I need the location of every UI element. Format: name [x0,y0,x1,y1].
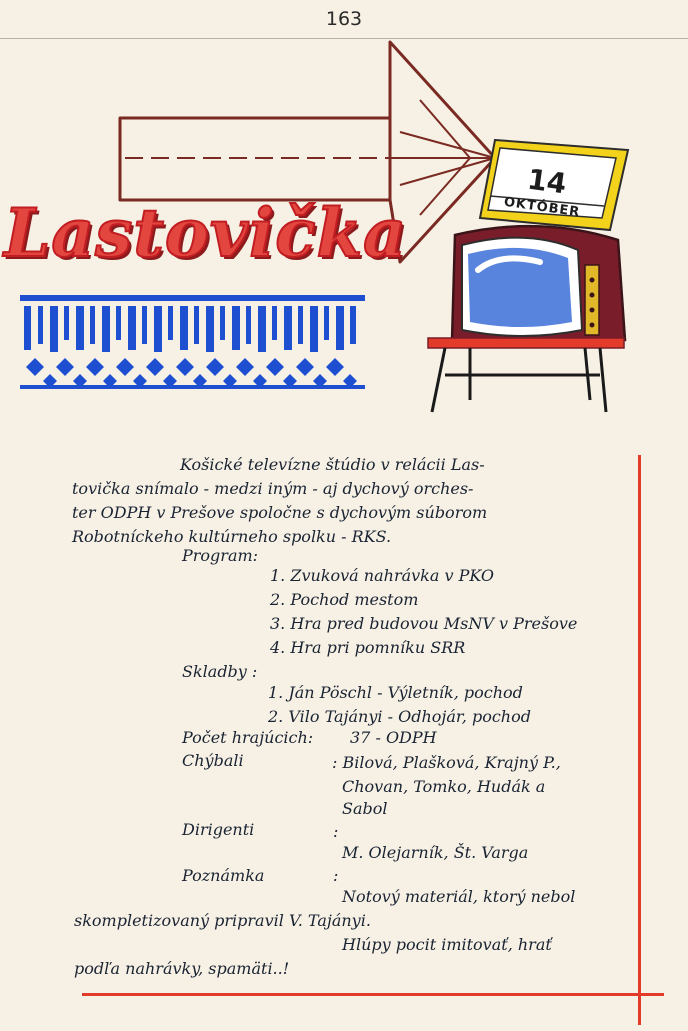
program-item: 2. Pochod mestom [270,590,419,609]
dirigenti-value: M. Olejarník, Št. Varga [342,843,529,862]
arrow-drawing [118,40,497,264]
illustration [20,40,630,413]
program-item: 4. Hra pri pomníku SRR [270,638,466,657]
chybali-label: Chýbali [182,751,244,770]
title-lastovicka: Lastovička [3,194,407,272]
poznamka-line: skompletizovaný pripravil V. Tajányi. [74,911,371,930]
poznamka-line: Hlúpy pocit imitovať, hrať [342,935,552,954]
folk-pattern-drawing [20,295,365,389]
program-item: 3. Hra pred budovou MsNV v Prešove [270,614,578,633]
intro-line: Robotníckeho kultúrneho spolku - RKS. [72,527,392,546]
top-rule [0,38,688,39]
television-drawing [427,224,627,413]
chybali-line: Sabol [342,799,388,818]
page-number: 163 [325,8,363,30]
skladby-item: 1. Ján Pöschl - Výletník, pochod [268,683,523,702]
program-item: 1. Zvuková nahrávka v PKO [270,566,495,585]
poznamka-colon: : [333,866,339,885]
intro-line: tovička snímalo - medzi iným - aj dychov… [72,479,474,498]
intro-line: Košické televízne štúdio v relácii Las- [180,455,485,474]
poznamka-line: Notový materiál, ktorý nebol [342,887,576,906]
program-label: Program: [182,546,259,565]
pocet-label: Počet hrajúcich: [182,728,314,747]
intro-line: ter ODPH v Prešove spoločne s dychovým s… [72,503,488,522]
dirigenti-colon: : [333,822,339,841]
chybali-line: : Bilová, Plašková, Krajný P., [332,753,561,772]
red-margin-line-vertical [638,455,641,1025]
chybali-line: Chovan, Tomko, Hudák a [342,777,546,796]
pocet-value: 37 - ODPH [350,728,437,747]
skladby-item: 2. Vilo Tajányi - Odhojár, pochod [268,707,531,726]
dirigenti-label: Dirigenti [182,820,255,839]
red-margin-line-horizontal [82,993,664,996]
skladby-label: Skladby : [182,662,258,681]
poznamka-label: Poznámka [182,866,265,885]
poznamka-line: podľa nahrávky, spamäti..! [74,959,290,978]
calendar-drawing [478,138,630,232]
